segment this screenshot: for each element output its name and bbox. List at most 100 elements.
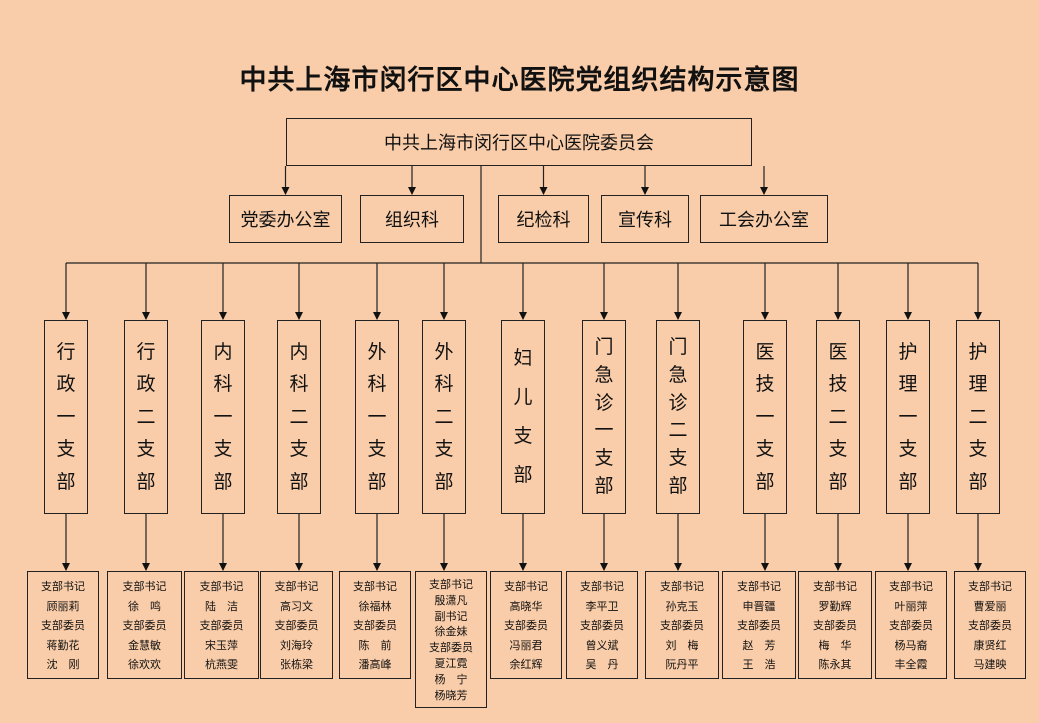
- branch-name-char: 支: [898, 438, 918, 460]
- branch-box: 妇儿支部: [501, 320, 545, 514]
- branch-name-char: 部: [289, 470, 309, 493]
- branch-box: 医技二支部: [816, 320, 860, 514]
- branch-name-char: 急: [668, 363, 688, 386]
- member-line: 陈 前: [358, 638, 392, 652]
- office-box: 组织科: [360, 195, 464, 243]
- branch-name-char: 支: [434, 438, 454, 460]
- member-line: 支部委员: [968, 619, 1012, 632]
- branch-name-char: 二: [136, 405, 156, 428]
- member-line: 支部委员: [813, 619, 857, 632]
- branch-box: 门急诊一支部: [582, 320, 626, 514]
- branch-name-char: 理: [968, 373, 988, 395]
- branch-name-char: 外: [367, 340, 387, 363]
- member-line: 冯丽君: [509, 638, 543, 652]
- branch-name-char: 科: [434, 373, 454, 395]
- branch-name-char: 科: [213, 373, 233, 395]
- branch-name-char: 部: [434, 470, 454, 493]
- branch-name-char: 部: [594, 475, 614, 498]
- member-line: 顾丽莉: [46, 599, 80, 613]
- office-box: 纪检科: [498, 195, 589, 243]
- member-line: 曹爱丽: [973, 599, 1007, 613]
- branch-name-char: 支: [136, 438, 156, 460]
- member-line: 副书记: [434, 609, 468, 623]
- branch-name-char: 二: [434, 405, 454, 428]
- branch-name-char: 部: [213, 470, 233, 493]
- member-box: 支部书记徐福林支部委员陈 前潘高峰: [339, 571, 411, 679]
- branch-name-char: 部: [828, 470, 848, 493]
- member-box: 支部书记曹爱丽支部委员康贤红马建映: [954, 571, 1026, 679]
- branch-name-char: 一: [367, 405, 387, 428]
- member-line: 徐 鸣: [128, 599, 161, 613]
- branch-name-char: 理: [898, 373, 918, 395]
- member-line: 支部委员: [199, 619, 244, 632]
- branch-name-char: 政: [136, 373, 156, 395]
- member-box: 支部书记陆 洁支部委员宋玉萍杭燕雯: [184, 571, 259, 679]
- branch-box: 医技一支部: [743, 320, 787, 514]
- root-committee-box: 中共上海市闵行区中心医院委员会: [286, 118, 752, 166]
- branch-name-char: 部: [755, 470, 775, 493]
- branch-name-char: 技: [828, 373, 848, 395]
- member-line: 阮丹平: [665, 658, 699, 671]
- member-line: 殷潇凡: [434, 593, 468, 607]
- branch-name-char: 护: [968, 340, 988, 363]
- branch-box: 外科二支部: [422, 320, 466, 514]
- member-line: 支部委员: [429, 641, 473, 655]
- branch-name-char: 诊: [668, 391, 688, 414]
- branch-name-char: 科: [367, 373, 387, 395]
- member-box: 支部书记孙克玉支部委员刘 梅阮丹平: [645, 571, 719, 679]
- branch-name-char: 部: [898, 470, 918, 493]
- branch-name-char: 支: [594, 447, 614, 470]
- member-line: 潘高峰: [358, 658, 392, 671]
- branch-name-char: 支: [668, 447, 688, 470]
- member-line: 申晋疆: [742, 599, 776, 613]
- member-box: 支部书记申晋疆支部委员赵 芳王 浩: [722, 571, 796, 679]
- member-line: 高习文: [280, 599, 313, 613]
- branch-name-char: 一: [755, 405, 775, 428]
- branch-box: 内科二支部: [277, 320, 321, 514]
- member-line: 徐福林: [358, 599, 392, 613]
- member-line: 杨 宁: [434, 672, 468, 686]
- branch-name-char: 二: [668, 419, 688, 442]
- member-box: 支部书记徐 鸣支部委员金慧敏徐欢欢: [107, 571, 182, 679]
- branch-name-char: 医: [755, 340, 775, 363]
- member-line: 支部委员: [889, 619, 933, 632]
- branch-name-char: 部: [668, 475, 688, 498]
- member-line: 支部书记: [813, 580, 857, 593]
- branch-name-char: 一: [56, 405, 76, 428]
- member-line: 余红辉: [509, 658, 543, 671]
- branch-name-char: 二: [289, 405, 309, 428]
- branch-name-char: 支: [968, 438, 988, 460]
- member-line: 刘 梅: [665, 638, 699, 652]
- member-box: 支部书记顾丽莉支部委员蒋勤花沈 刚: [27, 571, 99, 679]
- member-line: 支部委员: [504, 619, 548, 632]
- member-line: 支部委员: [274, 619, 319, 632]
- member-line: 曾义斌: [585, 638, 619, 652]
- branch-name-char: 内: [289, 340, 309, 363]
- branch-name-char: 医: [828, 340, 848, 363]
- member-line: 陈永其: [818, 658, 852, 671]
- office-box: 宣传科: [601, 195, 689, 243]
- member-line: 支部书记: [122, 580, 167, 593]
- member-line: 支部委员: [122, 619, 167, 632]
- member-line: 杨马裔: [894, 638, 928, 652]
- member-line: 徐欢欢: [128, 658, 161, 671]
- branch-name-char: 二: [828, 405, 848, 428]
- member-line: 高晓华: [509, 599, 543, 613]
- member-line: 陆 洁: [205, 599, 238, 613]
- branch-name-char: 支: [213, 438, 233, 460]
- member-line: 叶丽萍: [894, 599, 928, 613]
- member-line: 支部书记: [580, 580, 624, 593]
- branch-name-char: 部: [513, 464, 533, 486]
- member-line: 康贤红: [973, 638, 1007, 652]
- branch-name-char: 技: [755, 373, 775, 395]
- branch-name-char: 行: [136, 340, 156, 363]
- member-line: 支部委员: [737, 619, 781, 632]
- member-box: 支部书记李平卫支部委员曾义斌吴 丹: [566, 571, 638, 679]
- branch-box: 行政二支部: [124, 320, 168, 514]
- member-line: 支部委员: [580, 619, 624, 632]
- branch-box: 行政一支部: [44, 320, 88, 514]
- branch-name-char: 支: [56, 438, 76, 460]
- branch-name-char: 行: [56, 340, 76, 363]
- member-line: 赵 芳: [742, 638, 776, 652]
